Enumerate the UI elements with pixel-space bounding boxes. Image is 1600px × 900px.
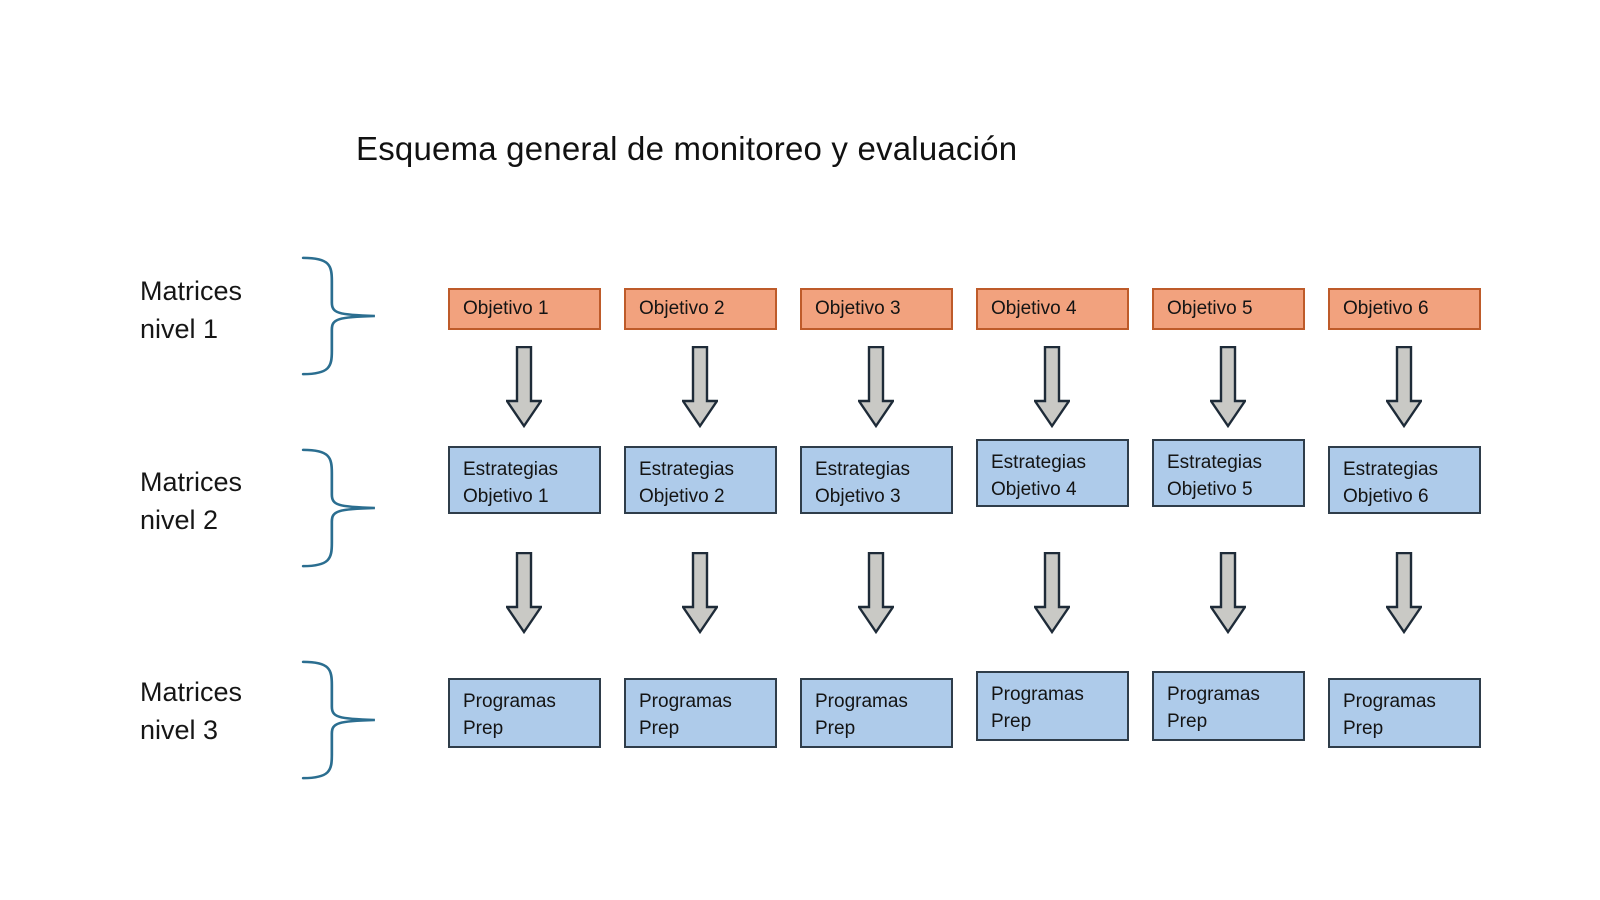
level-2-label-line1: Matrices <box>140 467 243 497</box>
estrategias-6-line1: Estrategias <box>1343 459 1439 480</box>
programas-4-box: Programas Prep <box>976 671 1129 741</box>
level-3-label-line1: Matrices <box>140 677 243 707</box>
level-2-brace <box>301 448 375 568</box>
objetivo-2-box: Objetivo 2 <box>624 288 777 330</box>
programas-1-line1: Programas <box>463 691 556 712</box>
estrategias-5-box: Estrategias Objetivo 5 <box>1152 439 1305 507</box>
down-arrow-icon <box>682 552 718 634</box>
programas-5-line1: Programas <box>1167 684 1260 705</box>
level-1-brace <box>301 256 375 376</box>
level-1-label-line1: Matrices <box>140 276 243 306</box>
estrategias-1-line1: Estrategias <box>463 459 559 480</box>
estrategias-1-line2: Objetivo 1 <box>463 486 549 507</box>
level-3-label: Matrices nivel 3 <box>140 673 242 749</box>
level-1-label: Matrices nivel 1 <box>140 272 242 348</box>
objetivo-6-box: Objetivo 6 <box>1328 288 1481 330</box>
column-4: Objetivo 4 Estrategias Objetivo 4 Progra… <box>976 0 1129 900</box>
down-arrow-icon <box>858 346 894 428</box>
down-arrow-icon <box>682 346 718 428</box>
down-arrow-icon <box>1034 346 1070 428</box>
programas-2-line1: Programas <box>639 691 732 712</box>
objetivo-1-label: Objetivo 1 <box>463 298 549 319</box>
programas-6-line2: Prep <box>1343 718 1384 739</box>
programas-5-line2: Prep <box>1167 711 1208 732</box>
estrategias-5-line2: Objetivo 5 <box>1167 479 1253 500</box>
programas-4-line1: Programas <box>991 684 1084 705</box>
estrategias-3-line1: Estrategias <box>815 459 911 480</box>
down-arrow-icon <box>506 346 542 428</box>
down-arrow-icon <box>1386 346 1422 428</box>
programas-4-line2: Prep <box>991 711 1032 732</box>
programas-3-line1: Programas <box>815 691 908 712</box>
estrategias-4-line2: Objetivo 4 <box>991 479 1077 500</box>
programas-6-line1: Programas <box>1343 691 1436 712</box>
estrategias-4-box: Estrategias Objetivo 4 <box>976 439 1129 507</box>
estrategias-2-line2: Objetivo 2 <box>639 486 725 507</box>
column-1: Objetivo 1 Estrategias Objetivo 1 Progra… <box>448 0 601 900</box>
down-arrow-icon <box>1210 552 1246 634</box>
estrategias-2-line1: Estrategias <box>639 459 735 480</box>
objetivo-2-label: Objetivo 2 <box>639 298 725 319</box>
objetivo-5-label: Objetivo 5 <box>1167 298 1253 319</box>
estrategias-5-line1: Estrategias <box>1167 452 1263 473</box>
level-2-label: Matrices nivel 2 <box>140 463 242 539</box>
down-arrow-icon <box>506 552 542 634</box>
objetivo-5-box: Objetivo 5 <box>1152 288 1305 330</box>
objetivo-6-label: Objetivo 6 <box>1343 298 1429 319</box>
programas-2-box: Programas Prep <box>624 678 777 748</box>
estrategias-4-line1: Estrategias <box>991 452 1087 473</box>
diagram-title: Esquema general de monitoreo y evaluació… <box>356 130 1018 167</box>
programas-5-box: Programas Prep <box>1152 671 1305 741</box>
objetivo-3-label: Objetivo 3 <box>815 298 901 319</box>
down-arrow-icon <box>1210 346 1246 428</box>
estrategias-1-box: Estrategias Objetivo 1 <box>448 446 601 514</box>
column-5: Objetivo 5 Estrategias Objetivo 5 Progra… <box>1152 0 1305 900</box>
column-3: Objetivo 3 Estrategias Objetivo 3 Progra… <box>800 0 953 900</box>
down-arrow-icon <box>1386 552 1422 634</box>
programas-1-box: Programas Prep <box>448 678 601 748</box>
column-2: Objetivo 2 Estrategias Objetivo 2 Progra… <box>624 0 777 900</box>
programas-2-line2: Prep <box>639 718 680 739</box>
column-6: Objetivo 6 Estrategias Objetivo 6 Progra… <box>1328 0 1481 900</box>
estrategias-2-box: Estrategias Objetivo 2 <box>624 446 777 514</box>
estrategias-3-box: Estrategias Objetivo 3 <box>800 446 953 514</box>
level-3-label-line2: nivel 3 <box>140 715 219 745</box>
down-arrow-icon <box>858 552 894 634</box>
programas-6-box: Programas Prep <box>1328 678 1481 748</box>
programas-1-line2: Prep <box>463 718 504 739</box>
level-2-label-line2: nivel 2 <box>140 505 219 535</box>
programas-3-line2: Prep <box>815 718 856 739</box>
estrategias-6-box: Estrategias Objetivo 6 <box>1328 446 1481 514</box>
level-1-label-line2: nivel 1 <box>140 314 219 344</box>
programas-3-box: Programas Prep <box>800 678 953 748</box>
objetivo-4-label: Objetivo 4 <box>991 298 1077 319</box>
objetivo-4-box: Objetivo 4 <box>976 288 1129 330</box>
estrategias-6-line2: Objetivo 6 <box>1343 486 1429 507</box>
objetivo-1-box: Objetivo 1 <box>448 288 601 330</box>
objetivo-3-box: Objetivo 3 <box>800 288 953 330</box>
estrategias-3-line2: Objetivo 3 <box>815 486 901 507</box>
level-3-brace <box>301 660 375 780</box>
down-arrow-icon <box>1034 552 1070 634</box>
